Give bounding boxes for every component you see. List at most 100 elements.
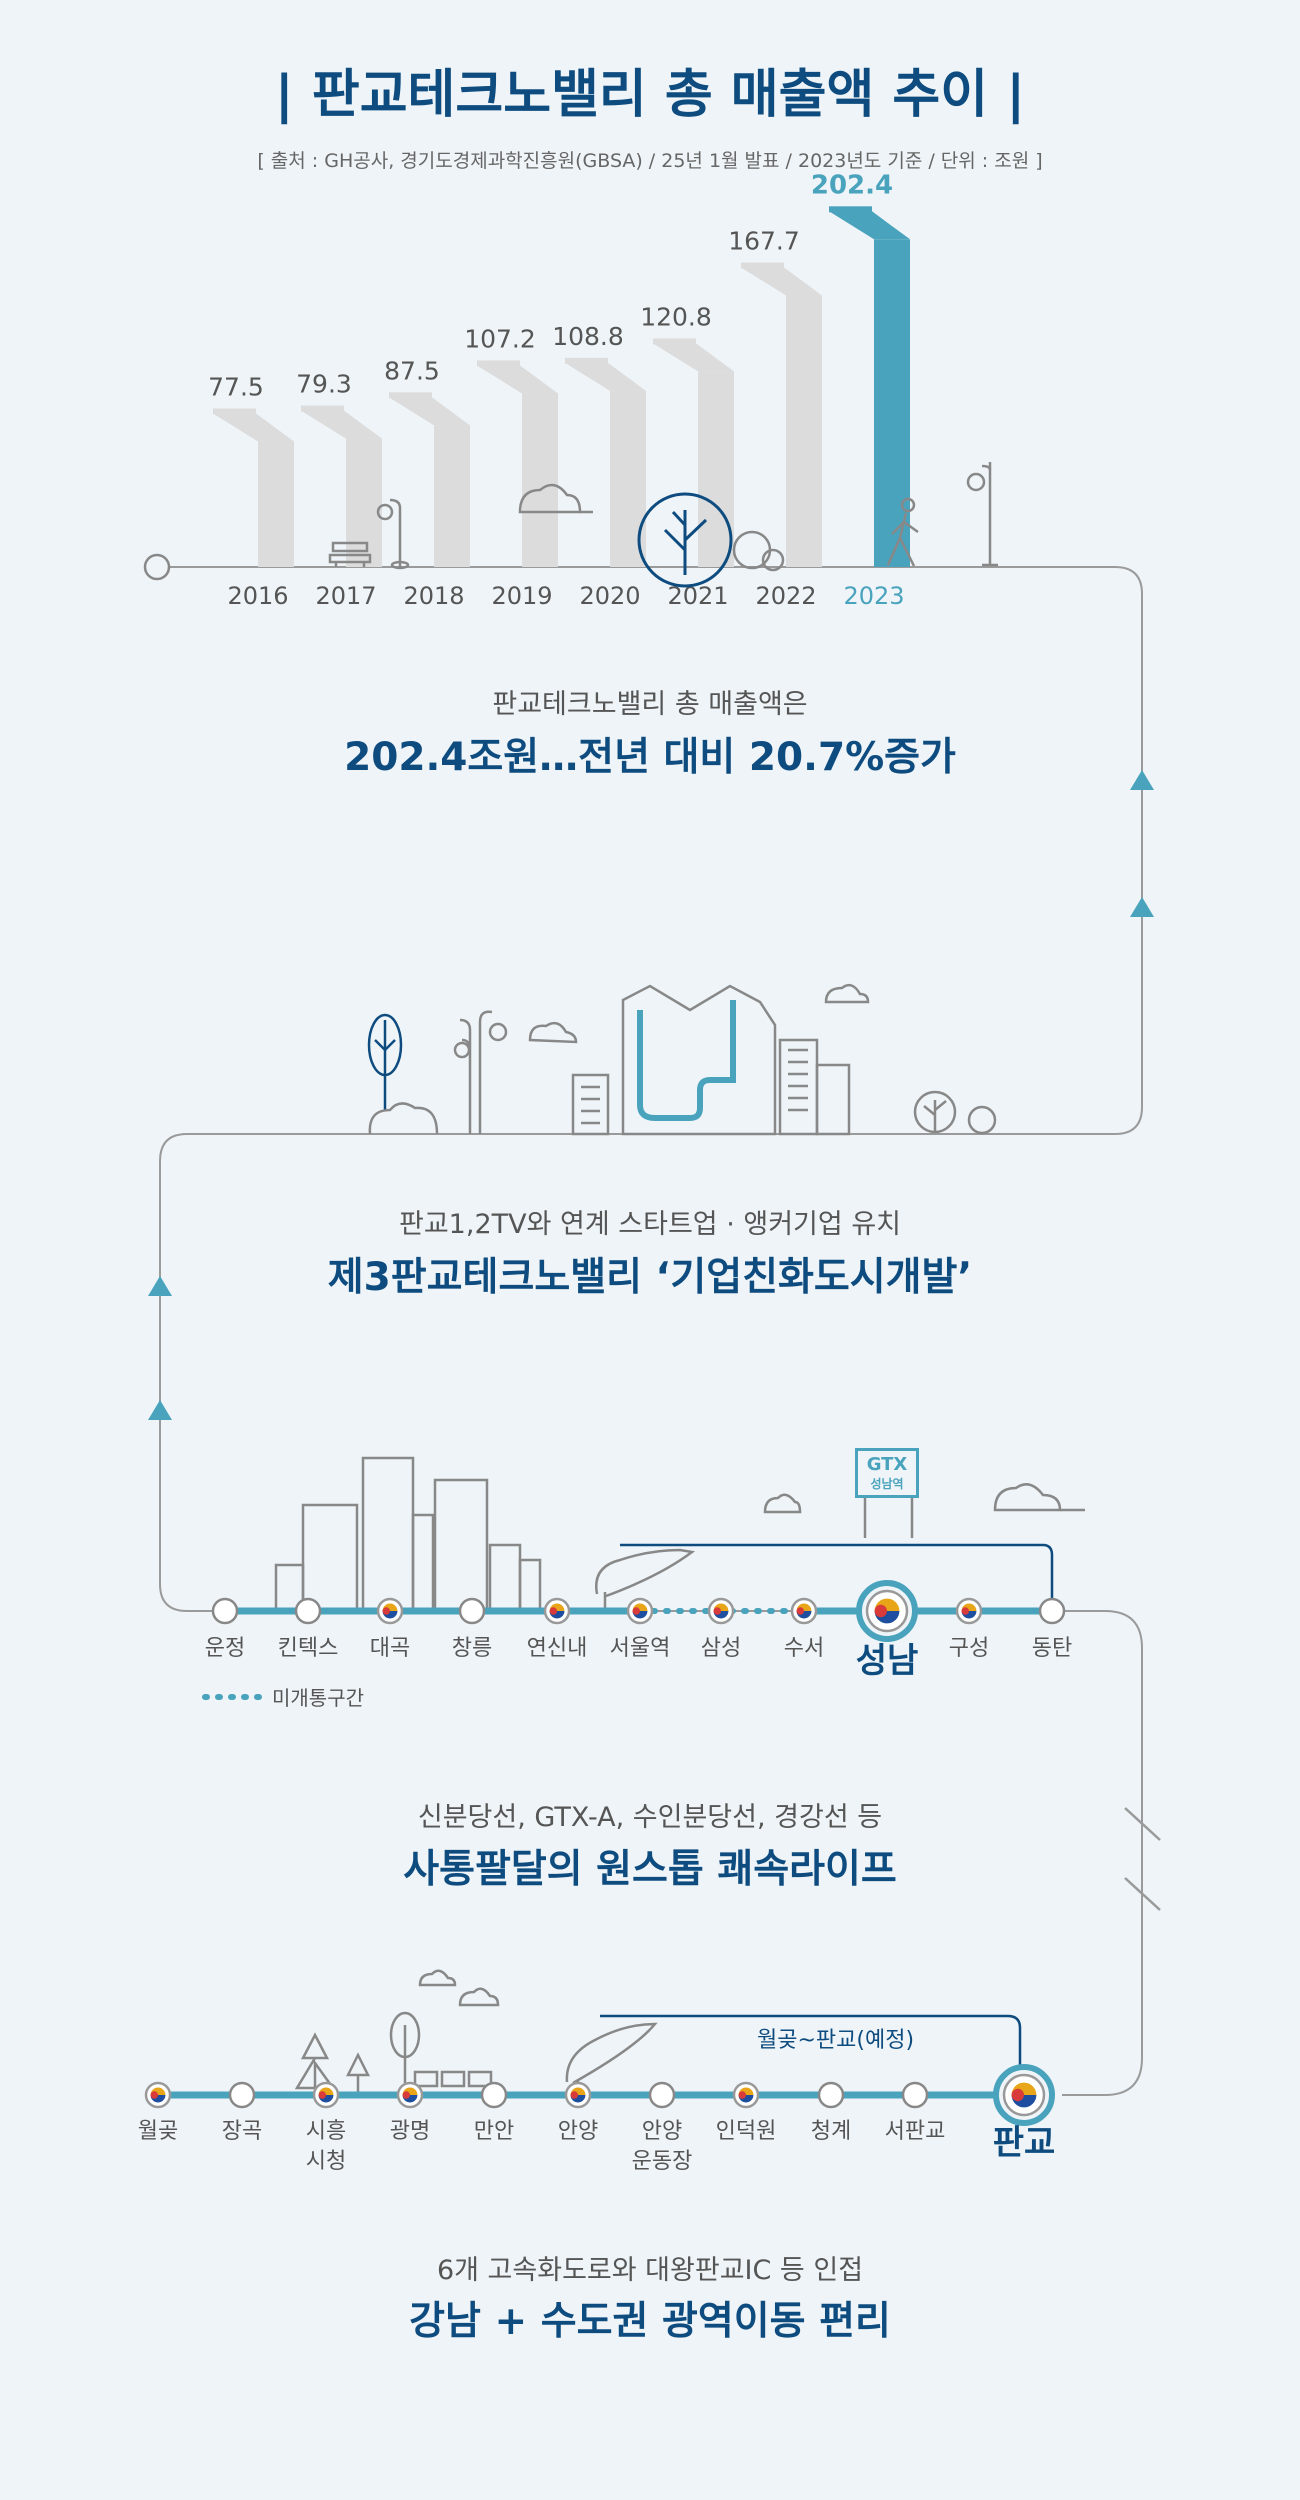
arrow-up-icon bbox=[1130, 770, 1154, 790]
gtx-sign-title: GTX bbox=[866, 1454, 908, 1475]
bar-value-label: 107.2 bbox=[464, 324, 536, 353]
city-illustration bbox=[367, 983, 997, 1136]
lamp-icon bbox=[376, 498, 410, 570]
line2-track bbox=[144, 2064, 1055, 2126]
cloud-icon bbox=[518, 483, 593, 514]
station-node bbox=[228, 2081, 256, 2109]
section1-subtitle: 판교테크노밸리 총 매출액은 bbox=[492, 689, 808, 720]
station-label: 월곶 bbox=[137, 2119, 179, 2144]
transfer-mark-mid bbox=[738, 2091, 747, 2099]
break-mark bbox=[1124, 1807, 1161, 1841]
section2-headline: 제3판교테크노밸리 ‘기업친화도시개발’ bbox=[327, 1255, 973, 1300]
bar-cap-2021 bbox=[653, 343, 734, 372]
bar-cap-2016 bbox=[213, 413, 294, 442]
station-label: 광명 bbox=[389, 2119, 431, 2144]
bar-cap-2019 bbox=[477, 365, 558, 394]
bar-value-label: 167.7 bbox=[728, 226, 800, 255]
station-label: 시흥 시청 bbox=[305, 2119, 347, 2174]
station-label: 삼성 bbox=[700, 1636, 742, 1661]
break-mark bbox=[1124, 1877, 1161, 1911]
station-node bbox=[480, 2081, 508, 2109]
bar-cap-2018 bbox=[389, 397, 470, 426]
bar-value-label: 120.8 bbox=[640, 302, 712, 331]
transfer-mark-mid bbox=[961, 1607, 970, 1615]
line1-track bbox=[202, 1580, 1066, 1700]
station-label: 수서 bbox=[783, 1636, 825, 1661]
station-label: 창릉 bbox=[451, 1636, 493, 1661]
line2-route-note: 월곶~판교(예정) bbox=[757, 2028, 915, 2053]
x-tick-label: 2022 bbox=[755, 582, 816, 610]
bar-lip-2018 bbox=[389, 392, 432, 399]
lamp-icon bbox=[966, 462, 998, 567]
transfer-mark-mid bbox=[150, 2091, 158, 2099]
x-tick-label: 2016 bbox=[227, 582, 288, 610]
station-label: 청계 bbox=[810, 2119, 852, 2144]
page-title: | 판교테크노밸리 총 매출액 추이 | bbox=[274, 65, 1026, 125]
section4-subtitle: 6개 고속화도로와 대왕판교IC 등 인접 bbox=[436, 2255, 864, 2286]
station-label: 장곡 bbox=[221, 2119, 263, 2144]
station-label: 대곡 bbox=[369, 1636, 411, 1661]
x-tick-label: 2018 bbox=[403, 582, 464, 610]
bar-2018 bbox=[434, 425, 470, 567]
station-node bbox=[648, 2081, 676, 2109]
station-label: 성남 bbox=[855, 1641, 919, 1681]
bar-2017 bbox=[346, 438, 382, 567]
arrow-up-icon bbox=[148, 1276, 172, 1296]
bar-lip-2019 bbox=[477, 360, 520, 367]
line2-illustration bbox=[294, 1969, 658, 2097]
station-label: 만안 bbox=[473, 2119, 515, 2144]
station-label: 안양 운동장 bbox=[631, 2119, 693, 2174]
bar-chart: 77.5201679.3201787.52018107.22019108.820… bbox=[208, 170, 910, 610]
bar-value-label: 87.5 bbox=[384, 356, 440, 385]
x-tick-label: 2023 bbox=[843, 582, 904, 610]
bench-icon bbox=[328, 541, 372, 567]
bar-lip-2021 bbox=[653, 338, 696, 345]
bar-value-label: 77.5 bbox=[208, 373, 264, 402]
bar-value-label: 108.8 bbox=[552, 322, 624, 351]
gtx-sign: GTX 성남역 bbox=[855, 1448, 919, 1498]
station-node bbox=[458, 1597, 486, 1625]
bar-cap-2017 bbox=[301, 410, 382, 439]
bar-2019 bbox=[522, 393, 558, 567]
section3-subtitle: 신분당선, GTX-A, 수인분당선, 경강선 등 bbox=[417, 1802, 883, 1833]
bar-2020 bbox=[610, 390, 646, 567]
walker-icon bbox=[886, 497, 919, 567]
tree-icon bbox=[637, 492, 733, 588]
transfer-mark-mid bbox=[402, 2091, 410, 2099]
section4-headline: 강남 + 수도권 광역이동 편리 bbox=[409, 2299, 891, 2344]
transfer-mark-mid bbox=[874, 1604, 887, 1618]
arrow-up-icon bbox=[148, 1400, 172, 1420]
station-label: 동탄 bbox=[1031, 1636, 1073, 1661]
transfer-mark-mid bbox=[796, 1607, 805, 1615]
station-label: 안양 bbox=[557, 2119, 599, 2144]
station-label: 서판교 bbox=[884, 2119, 946, 2144]
station-node bbox=[901, 2081, 929, 2109]
bar-lip-2022 bbox=[741, 262, 784, 269]
bar-2016 bbox=[258, 441, 294, 567]
arrow-up-icon bbox=[1130, 897, 1154, 917]
station-node bbox=[211, 1597, 239, 1625]
transfer-mark-mid bbox=[570, 2091, 579, 2099]
transfer-mark-mid bbox=[1011, 2088, 1024, 2102]
source-note: [ 출처 : GH공사, 경기도경제과학진흥원(GBSA) / 25년 1월 발… bbox=[257, 150, 1043, 172]
bar-cap-2020 bbox=[565, 362, 646, 391]
transfer-mark-mid bbox=[549, 1607, 558, 1615]
bar-lip-2023 bbox=[829, 206, 872, 213]
station-label: 운정 bbox=[204, 1636, 246, 1661]
legend-unopened-label: 미개통구간 bbox=[272, 1686, 364, 1710]
line2-connector bbox=[600, 2014, 1022, 2078]
bar-lip-2020 bbox=[565, 357, 608, 364]
station-node bbox=[817, 2081, 845, 2109]
line1-illustration bbox=[274, 1456, 1085, 1612]
transfer-mark-mid bbox=[632, 1607, 641, 1615]
section1-headline: 202.4조원…전년 대비 20.7%증가 bbox=[344, 735, 956, 780]
bar-value-label: 79.3 bbox=[296, 370, 352, 399]
x-tick-label: 2019 bbox=[491, 582, 552, 610]
bar-2023 bbox=[874, 239, 910, 568]
route-start-dot bbox=[143, 553, 171, 581]
bar-lip-2017 bbox=[301, 405, 344, 412]
bar-2021 bbox=[698, 371, 734, 567]
transfer-mark-mid bbox=[318, 2091, 326, 2099]
